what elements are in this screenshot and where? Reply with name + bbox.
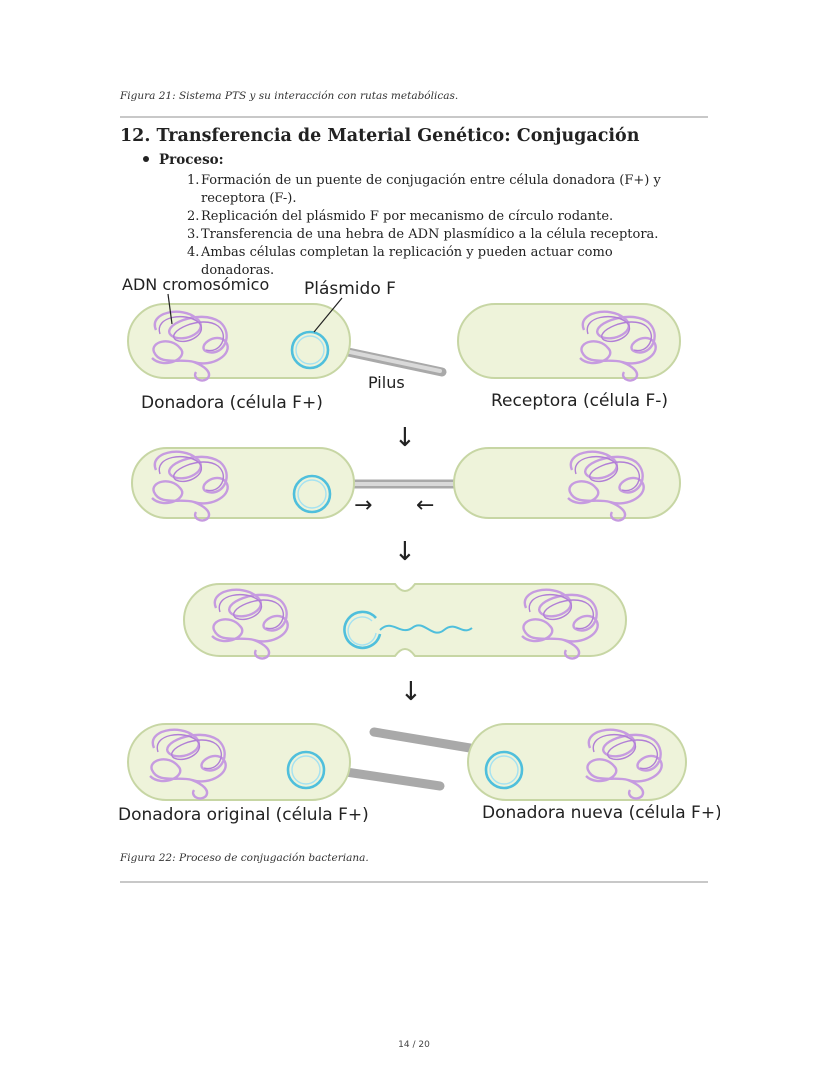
left-arrow-icon: ← [416,493,434,518]
joined-cells [183,583,627,657]
divider-bottom [120,881,708,883]
label-plasmid: Plásmido F [304,279,396,299]
process-steps-list: 1.Formación de un puente de conjugación … [187,172,687,280]
page-number: 14 / 20 [398,1040,430,1050]
f-plasmid [343,610,382,650]
label-chromosomal-dna: ADN cromosómico [122,275,269,294]
original-donor-cell [127,723,351,801]
right-arrow-icon: → [354,493,372,518]
list-item: 1.Formación de un puente de conjugación … [187,173,661,206]
recipient-cell [457,303,681,379]
stage-2: → ← [131,447,681,522]
pilus [369,727,475,753]
label-recipient: Receptora (célula F-) [491,391,668,411]
list-item: 3.Transferencia de una hebra de ADN plas… [187,227,659,242]
bullet-dot [143,156,149,162]
label-pilus: Pilus [368,373,405,392]
process-label: Proceso: [159,152,224,168]
divider-top [120,116,708,118]
transferred-strand [379,624,473,634]
label-donor: Donadora (célula F+) [141,393,323,413]
down-arrow-icon: ↓ [394,537,416,567]
pointer-line [313,297,343,333]
process-bullet: Proceso: [143,152,224,168]
down-arrow-icon: ↓ [400,677,422,707]
figure-21-caption: Figura 21: Sistema PTS y su interacción … [120,90,459,102]
figure-22-caption: Figura 22: Proceso de conjugación bacter… [120,852,369,864]
stage-4: Donadora original (célula F+) Donadora n… [118,723,720,825]
list-item: 4.Ambas células completan la replicación… [187,245,613,278]
section-heading: 12. Transferencia de Material Genético: … [120,126,640,146]
conjugation-diagram: ADN cromosómico Plásmido F Pilus Donador… [118,275,720,825]
stage-3 [183,583,627,660]
stage-1: ADN cromosómico Plásmido F Pilus Donador… [122,275,681,413]
label-original-donor: Donadora original (célula F+) [118,805,369,825]
recipient-cell [453,447,681,519]
pointer-line [167,293,173,325]
pilus [341,767,445,791]
label-new-donor: Donadora nueva (célula F+) [482,803,720,823]
list-item: 2.Replicación del plásmido F por mecanis… [187,209,614,224]
down-arrow-icon: ↓ [394,423,416,453]
